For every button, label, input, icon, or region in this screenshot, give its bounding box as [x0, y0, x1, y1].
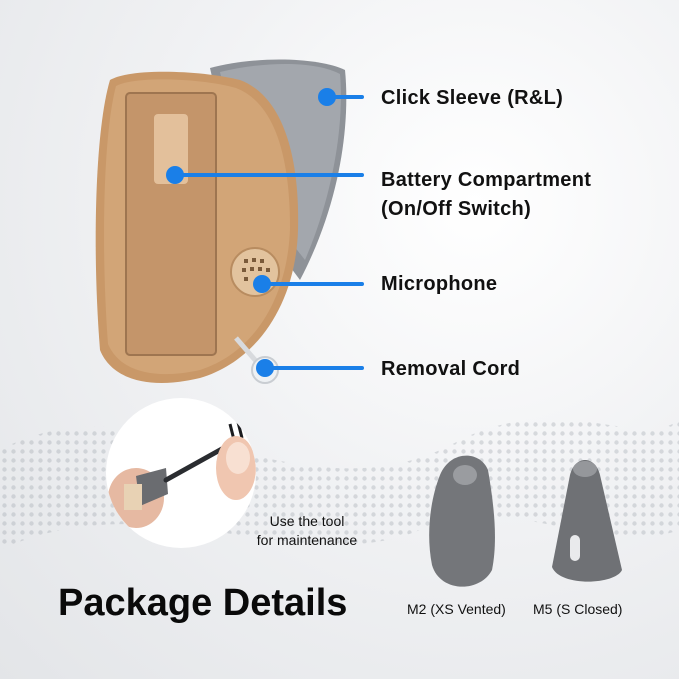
ear-tips-image [429, 455, 622, 587]
microphone-marker [253, 275, 271, 293]
tip-m5-label: M5 (S Closed) [533, 601, 623, 617]
battery-leader [176, 173, 364, 177]
removal-cord-label: Removal Cord [381, 358, 521, 380]
maintenance-caption-line1: Use the tool [269, 513, 345, 529]
removal-cord-marker [256, 359, 274, 377]
maintenance-photo [106, 398, 256, 548]
package-details-title: Package Details [58, 582, 348, 624]
removal-cord-leader [266, 366, 364, 370]
click-sleeve-marker [318, 88, 336, 106]
cleaning-tool-icon [108, 419, 256, 528]
click-sleeve-label: Click Sleeve (R&L) [381, 87, 564, 109]
battery-marker [166, 166, 184, 184]
battery-label-line1: Battery Compartment [381, 169, 592, 191]
tip-m2-label: M2 (XS Vented) [407, 601, 506, 617]
battery-label-line2: (On/Off Switch) [381, 198, 532, 220]
microphone-label: Microphone [381, 273, 498, 295]
maintenance-caption-line2: for maintenance [256, 532, 358, 548]
microphone-leader [263, 282, 364, 286]
maintenance-caption: Use the tool for maintenance [240, 512, 374, 550]
hearing-aid-image [95, 59, 347, 384]
click-sleeve-leader [330, 95, 364, 99]
